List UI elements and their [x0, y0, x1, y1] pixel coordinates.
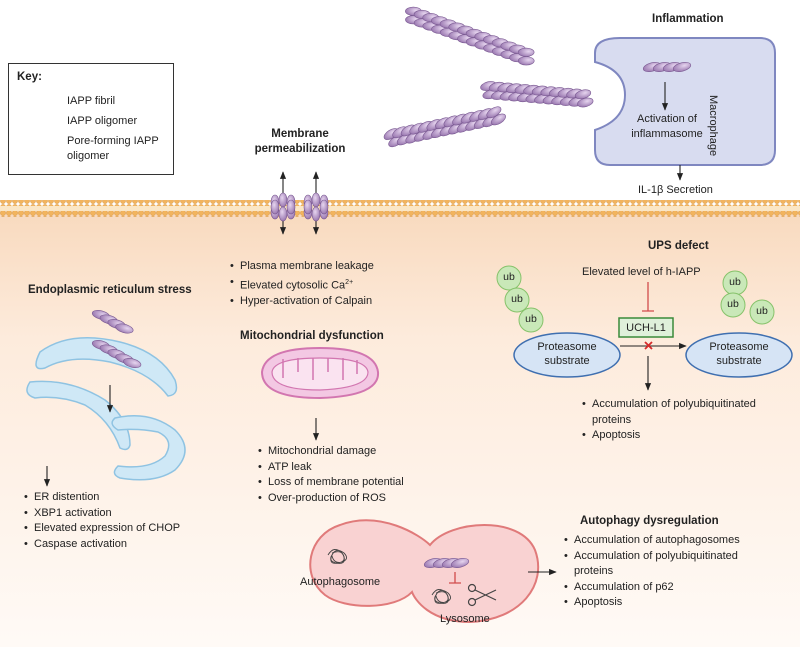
- macrophage-oligomer: [642, 62, 692, 72]
- autophagosome-cargo: [327, 549, 347, 564]
- autophagy-oligomer: [423, 558, 470, 568]
- ups-title: UPS defect: [648, 240, 709, 252]
- inflammation-title: Inflammation: [652, 13, 724, 25]
- membrane-outcome-2: Elevated cytosolic Ca2+: [230, 275, 374, 294]
- membrane-outcome-2-text: Elevated cytosolic Ca: [240, 279, 346, 292]
- autophagy-outcome-4: Apoptosis: [564, 595, 740, 611]
- plasma-membrane: [0, 200, 800, 217]
- autophagy-outcome-2-cont: proteins: [574, 565, 614, 577]
- lysosome-label: Lysosome: [440, 613, 490, 625]
- ub-label-6: ub: [756, 305, 768, 317]
- er-outcome-1: ER distention: [24, 490, 180, 506]
- membrane-outcomes: Plasma membrane leakage Elevated cytosol…: [230, 259, 374, 309]
- ub-label-4: ub: [729, 276, 741, 288]
- membrane-title-2: permeabilization: [254, 143, 346, 155]
- ups-outcomes: Accumulation of polyubiquitinated protein…: [582, 397, 756, 444]
- il1b-secretion-label: IL-1β Secretion: [638, 184, 713, 196]
- lysosome-cargo: [431, 589, 451, 604]
- mitochondrion: [260, 346, 380, 400]
- fibril-middle: [480, 81, 594, 108]
- macrophage-cell: [594, 37, 776, 166]
- fibril-lower: [383, 106, 506, 148]
- ups-outcome-1-text: Accumulation of polyubiquitinated: [592, 398, 756, 410]
- ups-outcome-1-cont: proteins: [592, 413, 632, 426]
- mito-title: Mitochondrial dysfunction: [240, 330, 384, 342]
- inhibit-lysosome: [449, 572, 461, 584]
- autophagy-outcome-3: Accumulation of p62: [564, 580, 740, 596]
- key-title: Key:: [17, 71, 42, 83]
- ups-outcome-1: Accumulation of polyubiquitinated protein…: [582, 397, 756, 428]
- autophagy-outcome-1: Accumulation of autophagosomes: [564, 533, 740, 549]
- key-legend: Key: IAPP fibril IAPP oligomer Pore-form…: [8, 63, 174, 175]
- substrate-right-1: Proteasome: [709, 341, 769, 353]
- key-pore-label-1: Pore-forming IAPP: [67, 135, 159, 147]
- ub-chain: [496, 265, 775, 333]
- autophagy-title: Autophagy dysregulation: [580, 515, 719, 527]
- membrane-outcome-1: Plasma membrane leakage: [230, 259, 374, 275]
- membrane-outcome-3: Hyper-activation of Calpain: [230, 294, 374, 310]
- er-outcome-2: XBP1 activation: [24, 506, 180, 522]
- fibril-top: [405, 6, 535, 66]
- scissors-icon: [467, 583, 497, 607]
- key-oligomer-label: IAPP oligomer: [67, 115, 138, 127]
- er-title: Endoplasmic reticulum stress: [28, 284, 192, 296]
- key-fibril-label: IAPP fibril: [67, 95, 116, 107]
- ub-label-1: ub: [503, 271, 515, 283]
- membrane-pore-right: [303, 192, 329, 222]
- proteasome-substrate-left: [513, 332, 621, 378]
- mito-outcomes: Mitochondrial damage ATP leak Loss of me…: [258, 444, 404, 506]
- autophagy-outcome-2-text: Accumulation of polyubiquitinated: [574, 549, 738, 562]
- uch-l1-label: UCH-L1: [626, 322, 666, 334]
- ca-superscript: 2+: [345, 278, 354, 286]
- key-pore-label-2: oligomer: [67, 150, 110, 162]
- autophagy-outcomes: Accumulation of autophagosomes Accumulat…: [564, 533, 740, 611]
- activation-label-2: inflammasome: [631, 128, 703, 140]
- ub-label-2: ub: [511, 293, 523, 305]
- substrate-left-1: Proteasome: [537, 341, 597, 353]
- mito-outcome-3: Loss of membrane potential: [258, 475, 404, 491]
- mito-outcome-2: ATP leak: [258, 460, 404, 476]
- er-outcome-4: Caspase activation: [24, 537, 180, 553]
- er-oligomer-1: [91, 310, 134, 334]
- ups-outcome-2: Apoptosis: [582, 428, 756, 444]
- substrate-left-2: substrate: [544, 355, 590, 367]
- er-shape: [26, 337, 186, 481]
- inhibit-uch-l1: [642, 282, 654, 312]
- block-x-icon: [644, 341, 653, 350]
- er-outcome-3: Elevated expression of CHOP: [24, 521, 180, 537]
- membrane-pore-left: [270, 192, 296, 222]
- activation-label-1: Activation of: [637, 113, 697, 125]
- er-oligomer-2: [91, 340, 142, 368]
- ub-label-5: ub: [727, 298, 739, 310]
- er-outcomes: ER distention XBP1 activation Elevated e…: [24, 490, 180, 552]
- elevated-iapp-label: Elevated level of h-IAPP: [582, 266, 701, 278]
- autophagy-outcome-2: Accumulation of polyubiquitinated protein…: [564, 549, 740, 580]
- mito-outcome-4: Over-production of ROS: [258, 491, 404, 507]
- ub-label-3: ub: [525, 313, 537, 325]
- uch-l1-box: [618, 317, 674, 338]
- membrane-title-1: Membrane: [271, 128, 329, 140]
- proteasome-substrate-right: [685, 332, 793, 378]
- mito-outcome-1: Mitochondrial damage: [258, 444, 404, 460]
- autophagosome-label: Autophagosome: [300, 576, 381, 588]
- substrate-right-2: substrate: [716, 355, 762, 367]
